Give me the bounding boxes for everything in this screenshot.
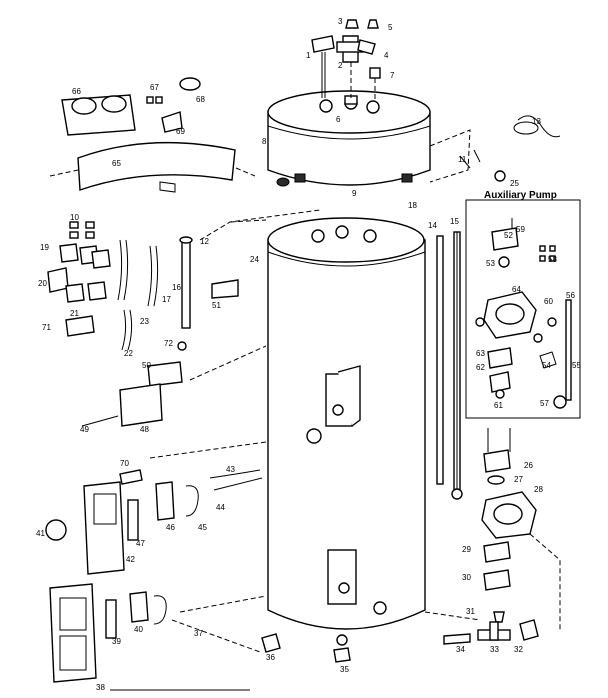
callout-label: 10 xyxy=(70,213,79,222)
bottom-parts xyxy=(110,633,351,691)
callout-label: 60 xyxy=(544,297,553,306)
callout-label: 18 xyxy=(408,201,417,210)
callout-label: 66 xyxy=(72,87,81,96)
callout-label: 62 xyxy=(476,363,485,372)
callout-label: 69 xyxy=(176,127,185,136)
callout-label: 72 xyxy=(164,339,173,348)
callout-label: 54 xyxy=(542,361,551,370)
callout-label: 31 xyxy=(466,607,475,616)
top-fittings xyxy=(311,19,381,100)
callout-label: 12 xyxy=(200,237,209,246)
callout-label: 11 xyxy=(458,155,467,164)
callout-label: 7 xyxy=(390,71,395,80)
callout-label: 53 xyxy=(486,259,495,268)
callout-label: 2 xyxy=(338,61,343,70)
callout-label: 36 xyxy=(266,653,275,662)
callout-label: 57 xyxy=(540,399,549,408)
insulation-blocks xyxy=(61,77,201,136)
callout-label: 21 xyxy=(70,309,79,318)
callout-label: 6 xyxy=(336,115,341,124)
callout-label: 24 xyxy=(250,255,259,264)
side-parts xyxy=(429,115,561,183)
callout-label: 26 xyxy=(524,461,533,470)
callout-label: 5 xyxy=(388,23,393,32)
callout-label: 43 xyxy=(226,465,235,474)
callout-label: 40 xyxy=(134,625,143,634)
callout-label: 28 xyxy=(534,485,543,494)
callout-label: 4 xyxy=(384,51,389,60)
callout-label: 46 xyxy=(166,523,175,532)
callout-label: 47 xyxy=(136,539,145,548)
callout-label: 68 xyxy=(196,95,205,104)
callout-label: 1 xyxy=(306,51,311,60)
callout-label: 58 xyxy=(548,255,557,264)
dip-tubes xyxy=(436,231,463,500)
callout-label: 39 xyxy=(112,637,121,646)
auxiliary-pump-title: Auxiliary Pump xyxy=(484,190,557,201)
callout-label: 38 xyxy=(96,683,105,692)
callout-label: 15 xyxy=(450,217,459,226)
callout-label: 63 xyxy=(476,349,485,358)
callout-label: 3 xyxy=(338,17,343,26)
callout-label: 9 xyxy=(352,189,357,198)
callout-label: 22 xyxy=(124,349,133,358)
callout-label: 27 xyxy=(514,475,523,484)
callout-label: 48 xyxy=(140,425,149,434)
callout-label: 19 xyxy=(40,243,49,252)
callout-label: 51 xyxy=(212,301,221,310)
callout-label: 35 xyxy=(340,665,349,674)
callout-label: 55 xyxy=(572,361,581,370)
callout-label: 30 xyxy=(462,573,471,582)
callout-label: 64 xyxy=(512,285,521,294)
callout-label: 61 xyxy=(494,401,503,410)
callout-label: 71 xyxy=(42,323,51,332)
main-tank xyxy=(267,217,426,630)
callout-label: 49 xyxy=(80,425,89,434)
callout-label: 59 xyxy=(516,225,525,234)
auxiliary-pump-box: Auxiliary Pump xyxy=(465,190,581,419)
callout-label: 23 xyxy=(140,317,149,326)
callout-label: 45 xyxy=(198,523,207,532)
callout-label: 8 xyxy=(262,137,267,146)
callout-label: 37 xyxy=(194,629,203,638)
callout-label: 56 xyxy=(566,291,575,300)
callout-label: 20 xyxy=(38,279,47,288)
lower-pump-assembly xyxy=(424,428,561,645)
callout-label: 42 xyxy=(126,555,135,564)
callout-label: 65 xyxy=(112,159,121,168)
callout-label: 17 xyxy=(162,295,171,304)
callout-label: 32 xyxy=(514,645,523,654)
callout-label: 13 xyxy=(532,117,541,126)
callout-label: 52 xyxy=(504,231,513,240)
callout-label: 16 xyxy=(172,283,181,292)
callout-label: 44 xyxy=(216,503,225,512)
callout-label: 50 xyxy=(142,361,151,370)
callout-label: 33 xyxy=(490,645,499,654)
callout-label: 29 xyxy=(462,545,471,554)
electrical-parts xyxy=(47,209,321,427)
controls-and-covers xyxy=(45,441,267,683)
callout-label: 70 xyxy=(120,459,129,468)
front-jacket xyxy=(49,141,256,193)
callout-label: 25 xyxy=(510,179,519,188)
callout-label: 67 xyxy=(150,83,159,92)
callout-label: 41 xyxy=(36,529,45,538)
top-cover xyxy=(267,90,431,187)
callout-labels: 1 2 3 4 5 6 7 8 9 10 11 12 13 14 15 16 1… xyxy=(36,17,581,692)
callout-label: 34 xyxy=(456,645,465,654)
callout-label: 14 xyxy=(428,221,437,230)
